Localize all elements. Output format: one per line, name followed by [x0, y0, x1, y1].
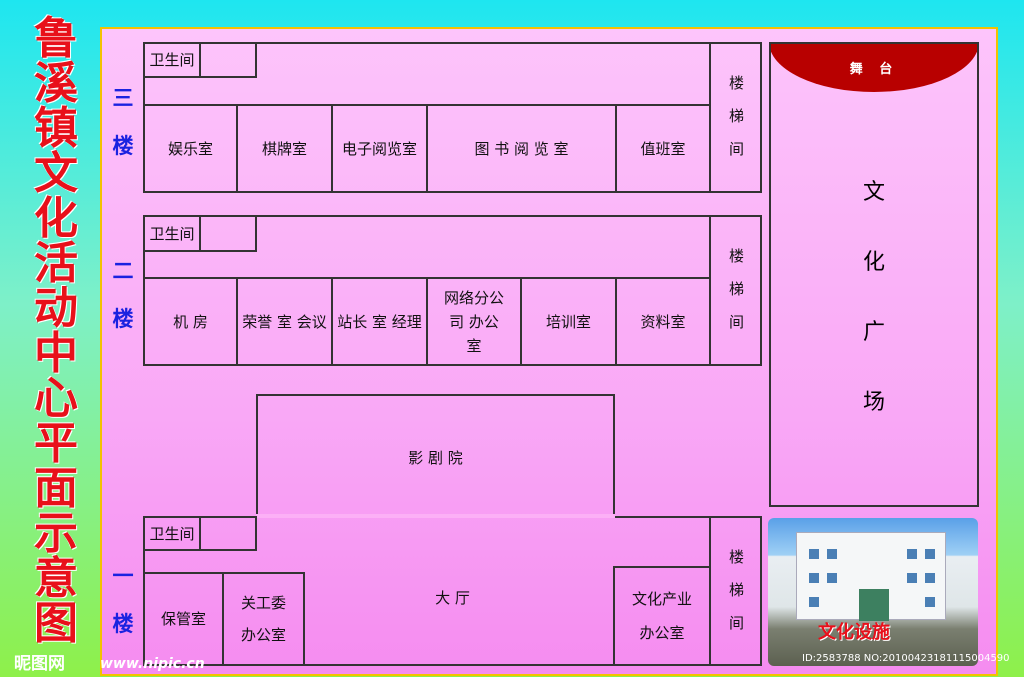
building-image: [796, 532, 946, 621]
room: 荣誉 室 会议: [236, 277, 333, 366]
floor-2-label: 二楼: [112, 259, 134, 331]
photo-caption: 文化设施: [818, 622, 890, 643]
culture-plaza: 舞 台 文化广场: [769, 42, 979, 507]
room: 图 书 阅 览 室: [426, 104, 617, 193]
room: 资料室: [615, 277, 711, 366]
floor-3-blank: [199, 42, 257, 78]
room: 保管室: [143, 572, 224, 666]
room: 机 房: [143, 277, 238, 366]
floor-2-toilet: 卫生间: [143, 215, 201, 252]
watermark-url: www.nipic.cn: [100, 656, 205, 672]
floor-2-stairs: 楼梯间: [709, 215, 762, 366]
room: 棋牌室: [236, 104, 333, 193]
cinema: 影 剧 院: [256, 394, 615, 518]
floor-3-stairs: 楼梯间: [709, 42, 762, 193]
floor-2-blank: [199, 215, 257, 252]
room: 关工委 办公室: [222, 572, 305, 666]
room: 培训室: [520, 277, 617, 366]
watermark-logo: 昵图网: [14, 654, 65, 674]
stage: 舞 台: [771, 44, 977, 92]
floor-3-label: 三楼: [112, 86, 134, 158]
floor-3-toilet: 卫生间: [143, 42, 201, 78]
floor-1-blank: [199, 516, 257, 551]
room: 电子阅览室: [331, 104, 428, 193]
cinema-opening: [256, 514, 615, 518]
building-photo: 文化设施: [768, 518, 978, 666]
room: 值班室: [615, 104, 711, 193]
watermark-id: ID:2583788 NO:20100423181115004590: [802, 653, 1010, 664]
floor-1-toilet: 卫生间: [143, 516, 201, 551]
room: 娱乐室: [143, 104, 238, 193]
page-title: 鲁溪镇文化活动中心平面示意图: [34, 13, 78, 649]
room: 网络分公司 办公室: [426, 277, 522, 366]
floor-1-stairs: 楼梯间: [709, 516, 762, 666]
room: 站长 室 经理: [331, 277, 428, 366]
floor-1-label: 一楼: [112, 564, 134, 636]
room: 文化产业 办公室: [613, 566, 711, 666]
